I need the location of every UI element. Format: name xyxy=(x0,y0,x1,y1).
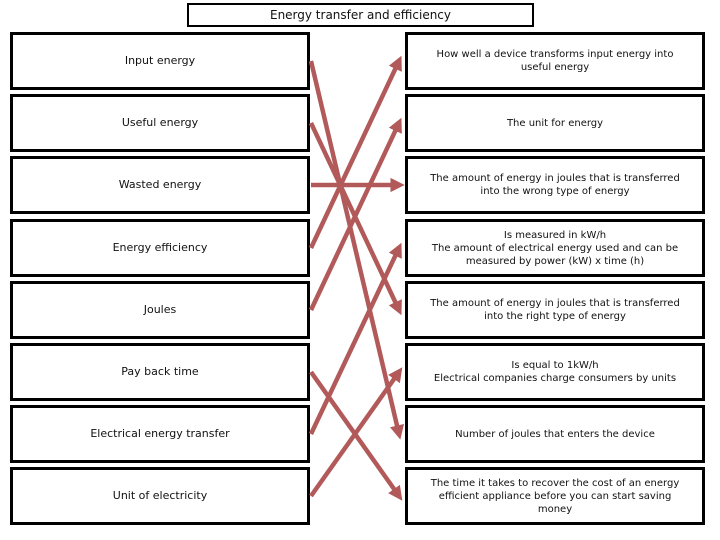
term-label: Joules xyxy=(143,302,177,316)
definition-label: Number of joules that enters the device xyxy=(455,428,655,440)
term-label: Unit of electricity xyxy=(112,488,208,502)
match-arrow-1 xyxy=(308,122,402,316)
definition-box-6: Number of joules that enters the device xyxy=(405,405,705,463)
term-label: Energy efficiency xyxy=(112,240,208,254)
definition-box-5: Is equal to 1kW/h Electrical companies c… xyxy=(405,343,705,401)
term-box-7: Unit of electricity xyxy=(10,467,310,525)
term-box-0: Input energy xyxy=(10,32,310,90)
page-title: Energy transfer and efficiency xyxy=(187,3,534,27)
match-arrow-0 xyxy=(308,60,405,440)
definition-box-0: How well a device transforms input energ… xyxy=(405,32,705,90)
definition-box-4: The amount of energy in joules that is t… xyxy=(405,281,705,339)
term-label: Pay back time xyxy=(121,364,199,378)
term-label: Wasted energy xyxy=(118,177,202,191)
definition-box-1: The unit for energy xyxy=(405,94,705,152)
definition-box-3: Is measured in kW/h The amount of electr… xyxy=(405,219,705,277)
term-box-2: Wasted energy xyxy=(10,156,310,214)
definition-box-2: The amount of energy in joules that is t… xyxy=(405,156,705,214)
term-box-3: Energy efficiency xyxy=(10,219,310,277)
match-arrow-4 xyxy=(308,117,402,311)
term-box-6: Electrical energy transfer xyxy=(10,405,310,463)
term-box-1: Useful energy xyxy=(10,94,310,152)
match-arrow-7 xyxy=(309,367,403,498)
match-arrow-6 xyxy=(308,242,402,435)
definition-label: The time it takes to recover the cost of… xyxy=(430,477,680,515)
term-box-5: Pay back time xyxy=(10,343,310,401)
term-box-4: Joules xyxy=(10,281,310,339)
definition-label: The unit for energy xyxy=(506,117,604,129)
definition-label: How well a device transforms input energ… xyxy=(436,49,674,73)
definition-box-7: The time it takes to recover the cost of… xyxy=(405,467,705,525)
term-label: Input energy xyxy=(124,53,196,67)
match-arrow-3 xyxy=(308,55,402,249)
definition-label: The amount of energy in joules that is t… xyxy=(430,173,680,197)
match-arrow-5 xyxy=(309,370,403,501)
term-label: Electrical energy transfer xyxy=(90,426,230,440)
definition-label: Is measured in kW/h The amount of electr… xyxy=(431,229,679,267)
definition-label: Is equal to 1kW/h Electrical companies c… xyxy=(433,360,677,384)
term-label: Useful energy xyxy=(121,115,199,129)
definition-label: The amount of energy in joules that is t… xyxy=(430,298,680,322)
